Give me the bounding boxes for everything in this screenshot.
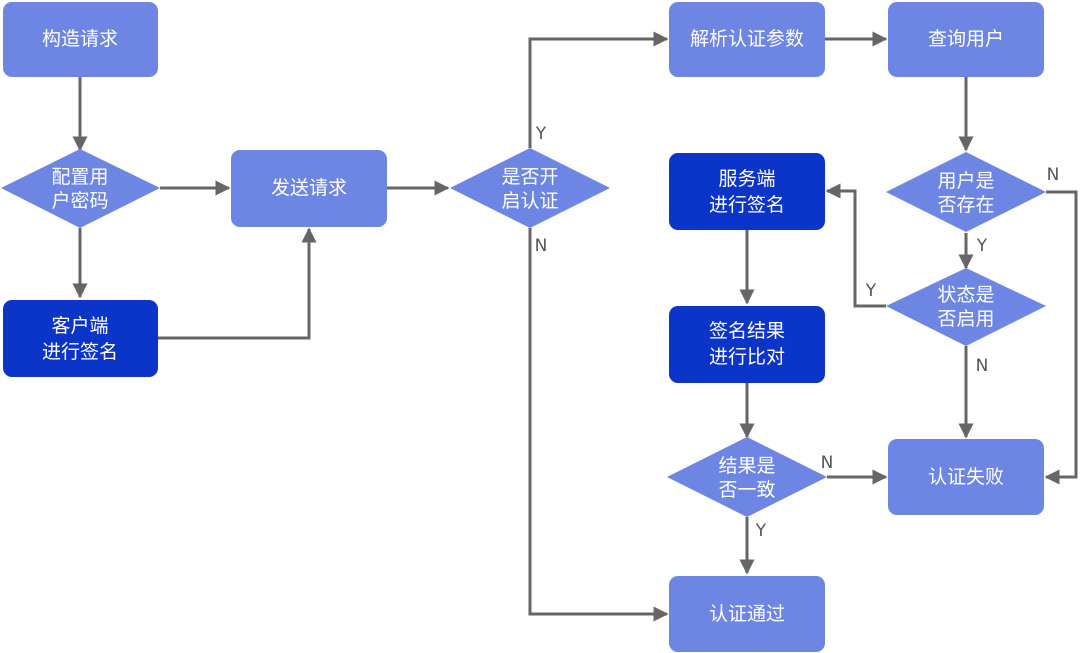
- node-label-line-2: 否存在: [937, 194, 994, 216]
- node-build-request: 构造请求: [3, 2, 158, 77]
- edge-labels: Y N N Y Y N N Y: [535, 124, 1060, 541]
- edge-label-exists-yes: Y: [976, 236, 988, 256]
- node-compare-sign: 签名结果 进行比对: [669, 306, 825, 383]
- node-label: 认证通过: [709, 603, 785, 625]
- node-label-line-1: 结果是: [718, 455, 775, 477]
- node-label-line-2: 否一致: [718, 479, 775, 501]
- edge-status-yes-to-server-sign: [825, 183, 886, 308]
- node-label-line-1: 是否开: [501, 166, 558, 188]
- edge-label-status-yes: Y: [865, 281, 877, 301]
- node-parse-params: 解析认证参数: [669, 2, 825, 77]
- node-auth-fail: 认证失败: [888, 439, 1044, 515]
- node-query-user: 查询用户: [888, 2, 1044, 77]
- node-auth-pass: 认证通过: [669, 576, 825, 652]
- node-label-line-2: 进行签名: [42, 341, 118, 363]
- node-label: 发送请求: [271, 177, 347, 199]
- node-label-line-1: 配置用: [51, 166, 108, 188]
- node-label: 解析认证参数: [690, 28, 804, 50]
- node-label-line-2: 户密码: [51, 190, 108, 212]
- node-label-line-2: 进行签名: [709, 194, 785, 216]
- edges: [72, 31, 1078, 622]
- node-label-line-2: 否启用: [937, 308, 994, 330]
- node-user-exists: 用户是 否存在: [886, 152, 1046, 232]
- node-status-enabled: 状态是 否启用: [886, 268, 1046, 346]
- edge-label-match-no: N: [821, 453, 834, 473]
- edge-label-status-no: N: [976, 356, 989, 376]
- node-label-line-2: 启认证: [501, 190, 558, 212]
- node-label-line-1: 客户端: [51, 315, 108, 337]
- edge-label-match-yes: Y: [755, 521, 767, 541]
- node-label-line-1: 状态是: [937, 284, 994, 306]
- node-label: 认证失败: [928, 466, 1004, 488]
- node-config-credentials: 配置用 户密码: [1, 149, 160, 228]
- node-send-request: 发送请求: [231, 150, 387, 227]
- edge-label-auth-yes: Y: [535, 124, 547, 144]
- node-result-match: 结果是 否一致: [667, 437, 827, 517]
- node-label: 构造请求: [42, 28, 118, 50]
- edge-auth-no-to-pass: [528, 228, 669, 622]
- node-label-line-1: 签名结果: [709, 320, 785, 342]
- edge-client-sign-to-send: [158, 227, 317, 340]
- edge-exists-no-to-fail: [1044, 190, 1078, 485]
- edge-auth-yes-to-parse: [528, 31, 669, 148]
- edge-label-auth-no: N: [535, 236, 548, 256]
- node-label-line-1: 用户是: [937, 170, 994, 192]
- node-server-sign: 服务端 进行签名: [669, 153, 825, 230]
- node-label: 查询用户: [928, 28, 1004, 50]
- edge-label-exists-no: N: [1047, 165, 1060, 185]
- node-label-line-2: 进行比对: [709, 346, 785, 368]
- node-auth-enabled: 是否开 启认证: [450, 148, 610, 228]
- node-label-line-1: 服务端: [718, 168, 775, 190]
- node-client-sign: 客户端 进行签名: [3, 300, 158, 377]
